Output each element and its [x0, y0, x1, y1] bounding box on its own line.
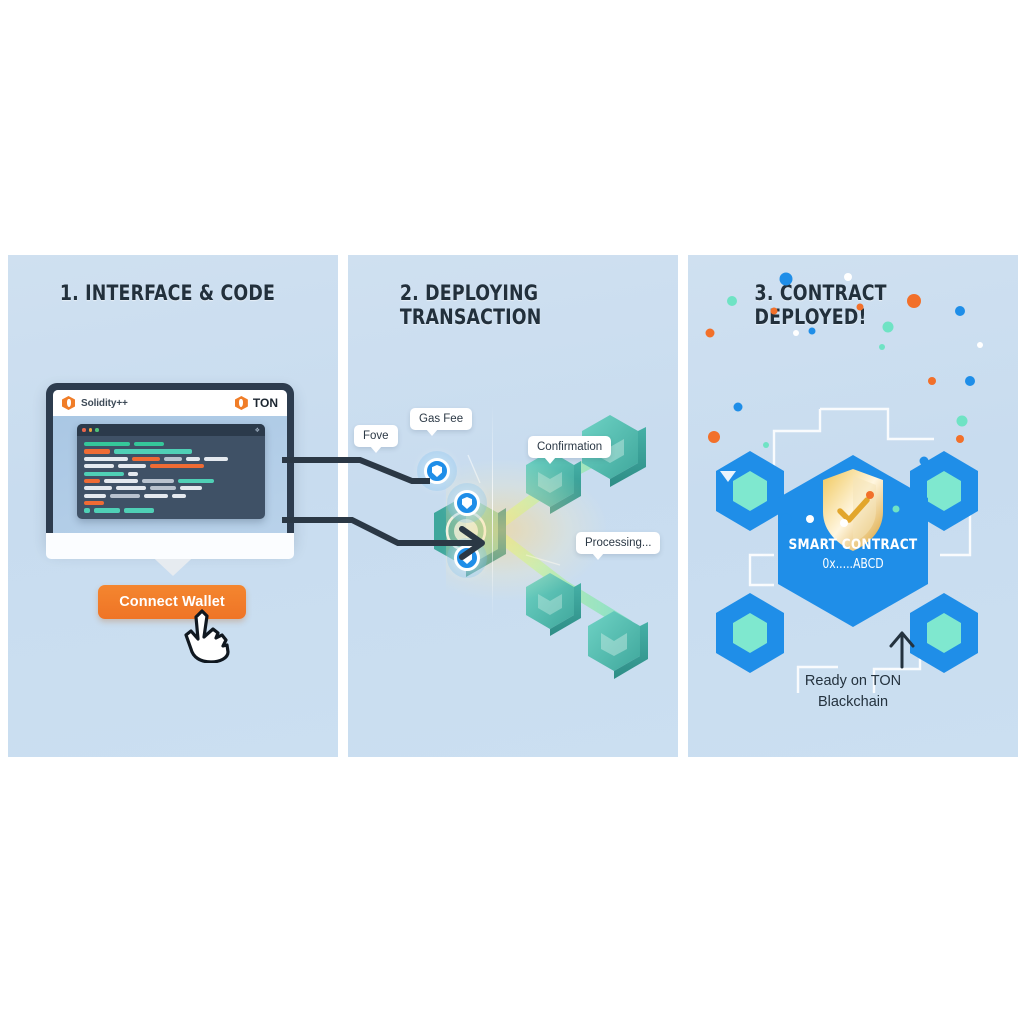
- code-editor-window[interactable]: ❖: [77, 424, 265, 519]
- code-editor-titlebar: ❖: [77, 424, 265, 436]
- ready-caption-line-1: Ready on TON: [804, 673, 902, 689]
- code-token: [128, 471, 138, 476]
- ton-hexagon-icon: [234, 396, 248, 410]
- code-line: [84, 508, 258, 513]
- network-name-label: TON: [252, 396, 278, 410]
- contract-name-label: SMART CONTRACT: [788, 537, 918, 553]
- shield-node-icon-3[interactable]: [454, 545, 480, 571]
- code-token: [144, 493, 168, 498]
- network-group: TON: [234, 396, 278, 410]
- code-token: [84, 456, 128, 461]
- connect-wallet-button[interactable]: Connect Wallet: [98, 585, 246, 619]
- code-token: [116, 486, 146, 491]
- code-token: [178, 478, 214, 484]
- code-token: [84, 486, 112, 491]
- shield-node-icon-1[interactable]: [424, 458, 450, 484]
- code-token: [150, 464, 204, 469]
- code-token: [142, 478, 174, 484]
- code-token: [132, 456, 160, 461]
- monitor-base: [46, 533, 294, 559]
- monitor-frame: Solidity++ TON ❖: [46, 383, 294, 548]
- bubble-confirmation: Confirmation: [528, 436, 612, 464]
- ide-app-bar: Solidity++ TON: [53, 390, 287, 416]
- contract-address-label: 0x.....ABCD: [822, 557, 884, 572]
- code-line: [84, 449, 258, 454]
- code-token: [118, 464, 146, 469]
- code-line: [84, 456, 258, 461]
- shield-glyph: [432, 465, 442, 477]
- bubble-processing: Processing...: [576, 532, 661, 560]
- code-token: [134, 442, 164, 447]
- code-token: [84, 508, 90, 513]
- brand-group: Solidity++: [62, 396, 128, 410]
- code-token: [84, 442, 130, 447]
- code-token: [186, 456, 200, 461]
- close-dot-icon[interactable]: [82, 428, 86, 432]
- panel-2-title: 2. DEPLOYING TRANSACTION: [399, 281, 542, 329]
- ready-caption: Ready on TON Blackchain: [688, 671, 1018, 713]
- energy-glow: [446, 460, 606, 600]
- maximize-dot-icon[interactable]: [95, 428, 99, 432]
- panel-1-title: 1. INTERFACE & CODE: [59, 281, 276, 305]
- code-line: [84, 493, 258, 498]
- code-line: [84, 471, 258, 476]
- ready-caption-line-2: Blackchain: [817, 694, 889, 711]
- monitor-screen: Solidity++ TON ❖: [53, 390, 287, 541]
- panel-interface-code: 1. INTERFACE & CODE Solidity++ TON: [8, 255, 338, 757]
- code-token: [150, 486, 176, 491]
- code-token: [104, 478, 138, 484]
- code-line: [84, 442, 258, 447]
- deployed-network-graphic: [705, 272, 983, 693]
- code-token: [84, 464, 114, 469]
- code-token: [84, 478, 100, 484]
- code-token: [84, 493, 106, 498]
- panel-deploying-transaction: 2. DEPLOYING TRANSACTION: [348, 255, 678, 757]
- triangle-down-icon: [720, 471, 736, 482]
- code-token: [164, 456, 182, 461]
- code-line: [84, 464, 258, 469]
- vertical-light-line: [492, 405, 494, 620]
- minimize-dot-icon[interactable]: [88, 428, 93, 432]
- panel-3-title: 3. CONTRACT DEPLOYED!: [754, 281, 887, 329]
- code-token: [110, 493, 140, 498]
- bubble-gas-fee: Gas Fee: [410, 408, 473, 436]
- code-lines: [77, 436, 265, 513]
- brand-name-label: Solidity++: [81, 397, 128, 409]
- code-token: [180, 486, 202, 491]
- shield-node-icon-2[interactable]: [454, 490, 480, 516]
- code-line: [84, 486, 258, 491]
- code-token: [94, 508, 120, 513]
- code-token: [84, 449, 110, 454]
- panel-contract-deployed: 3. CONTRACT DEPLOYED!: [688, 255, 1018, 757]
- code-token: [84, 471, 124, 476]
- code-line: [84, 501, 258, 506]
- shield-glyph: [462, 552, 472, 564]
- shield-glyph: [462, 497, 472, 509]
- bubble-fove: Fove: [354, 425, 398, 453]
- code-token: [124, 508, 154, 513]
- code-token: [172, 493, 186, 498]
- code-token: [84, 501, 104, 506]
- expand-icon[interactable]: ❖: [254, 427, 260, 434]
- code-token: [204, 456, 228, 461]
- code-token: [114, 449, 192, 454]
- arrow-up-icon: [889, 631, 915, 669]
- code-line: [84, 478, 258, 484]
- hexagon-logo-icon: [62, 396, 75, 410]
